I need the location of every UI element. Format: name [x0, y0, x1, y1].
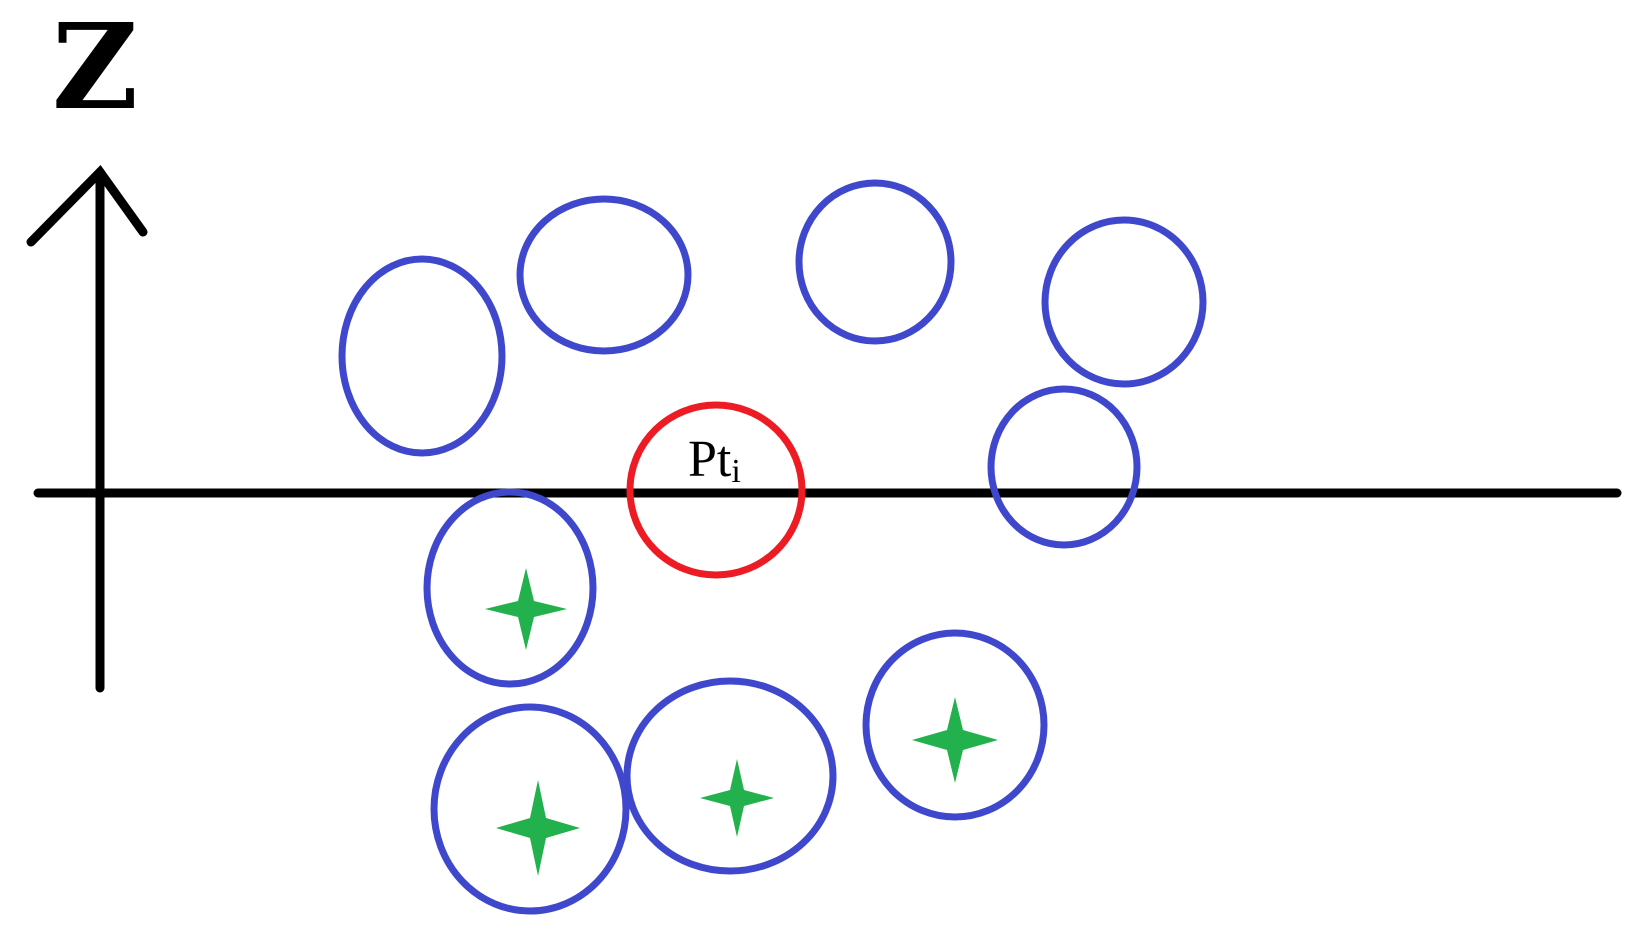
upper-neighbors — [338, 179, 1207, 549]
neighbor-circle — [623, 677, 837, 875]
z-axis-label: Z — [52, 0, 138, 136]
center-point-label-main: Pt — [688, 431, 732, 488]
four-point-star-icon — [700, 759, 774, 837]
four-point-star-icon — [912, 697, 998, 783]
center-point-circle — [626, 401, 806, 579]
center-point-label: Pti — [688, 431, 741, 490]
z-axis — [26, 165, 148, 693]
neighbor-circle — [862, 629, 1048, 821]
four-point-star-icon — [496, 780, 580, 876]
neighbor-circle — [338, 255, 506, 457]
neighbor-circle — [987, 385, 1141, 549]
neighbor-circle — [1041, 216, 1207, 388]
lower-neighbors — [423, 488, 1048, 915]
neighbor-circle — [516, 195, 692, 355]
z-axis-arrowhead — [26, 165, 148, 247]
center-point-label-subscript: i — [731, 453, 740, 490]
four-point-star-icon — [485, 568, 567, 650]
neighbor-circle — [423, 488, 597, 688]
stars — [485, 568, 998, 876]
neighbor-circle — [795, 179, 955, 345]
neighbor-circle — [430, 703, 630, 915]
